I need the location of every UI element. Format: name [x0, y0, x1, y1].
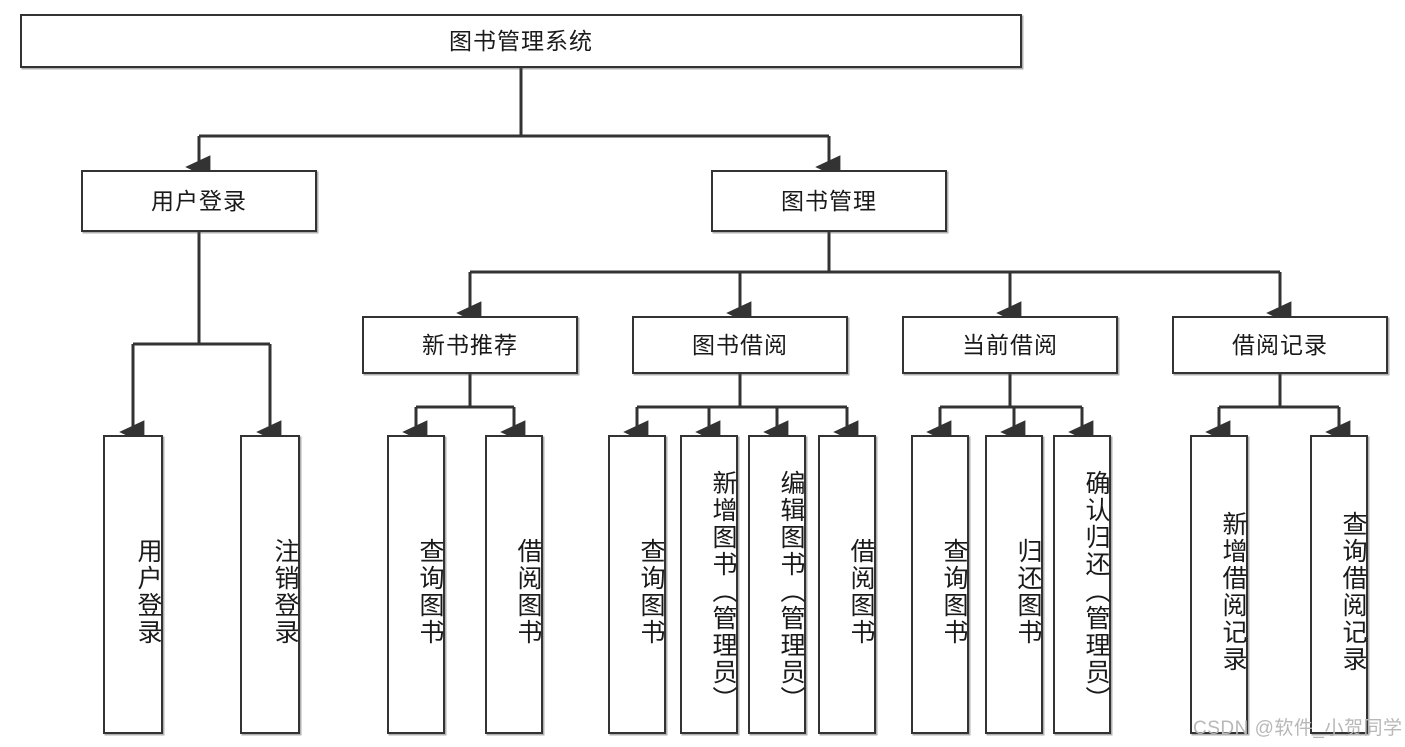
node-leaf-user-login[interactable]: 用户登录 [103, 435, 163, 734]
node-label: 借阅记录 [1232, 331, 1328, 358]
connector-group [119, 68, 1351, 444]
node-book-manage[interactable]: 图书管理 [711, 170, 947, 232]
node-label: 用户登录 [151, 187, 247, 214]
node-leaf-add-book[interactable]: 新增图书（管理员） [680, 435, 738, 734]
node-leaf-query-book-1[interactable]: 查询图书 [387, 435, 445, 734]
node-label: 借阅图书 [514, 537, 542, 646]
node-label: 图书管理 [781, 187, 877, 214]
node-label: 当前借阅 [962, 331, 1058, 358]
node-leaf-query-record[interactable]: 查询借阅记录 [1310, 435, 1368, 734]
node-label: 编辑图书（管理员） [777, 470, 805, 713]
node-leaf-query-book-2[interactable]: 查询图书 [608, 435, 666, 734]
node-label: 新增图书（管理员） [709, 470, 737, 713]
node-label: 图书管理系统 [449, 27, 593, 54]
node-leaf-query-book-3[interactable]: 查询图书 [911, 435, 969, 734]
node-book-borrow[interactable]: 图书借阅 [632, 316, 848, 374]
node-label: 新增借阅记录 [1219, 510, 1247, 673]
node-root[interactable]: 图书管理系统 [20, 14, 1022, 68]
node-label: 查询图书 [416, 537, 444, 646]
node-leaf-borrow-book-1[interactable]: 借阅图书 [485, 435, 543, 734]
node-leaf-return-book[interactable]: 归还图书 [985, 435, 1043, 734]
node-new-book-rec[interactable]: 新书推荐 [362, 316, 578, 374]
node-label: 注销登录 [271, 537, 299, 646]
node-label: 图书借阅 [692, 331, 788, 358]
node-label: 确认归还（管理员） [1082, 470, 1110, 713]
node-leaf-borrow-book-2[interactable]: 借阅图书 [818, 435, 876, 734]
node-user-login[interactable]: 用户登录 [81, 170, 317, 232]
node-leaf-user-logout[interactable]: 注销登录 [240, 435, 300, 734]
node-label: 借阅图书 [847, 537, 875, 646]
node-label: 查询图书 [637, 537, 665, 646]
node-leaf-confirm-return[interactable]: 确认归还（管理员） [1053, 435, 1111, 734]
node-label: 查询图书 [940, 537, 968, 646]
node-label: 新书推荐 [422, 331, 518, 358]
node-label: 归还图书 [1014, 537, 1042, 646]
node-current-borrow[interactable]: 当前借阅 [902, 316, 1118, 374]
node-label: 用户登录 [134, 537, 162, 646]
node-leaf-edit-book[interactable]: 编辑图书（管理员） [748, 435, 806, 734]
node-leaf-add-record[interactable]: 新增借阅记录 [1190, 435, 1248, 734]
node-label: 查询借阅记录 [1339, 510, 1367, 673]
node-borrow-record[interactable]: 借阅记录 [1172, 316, 1388, 374]
